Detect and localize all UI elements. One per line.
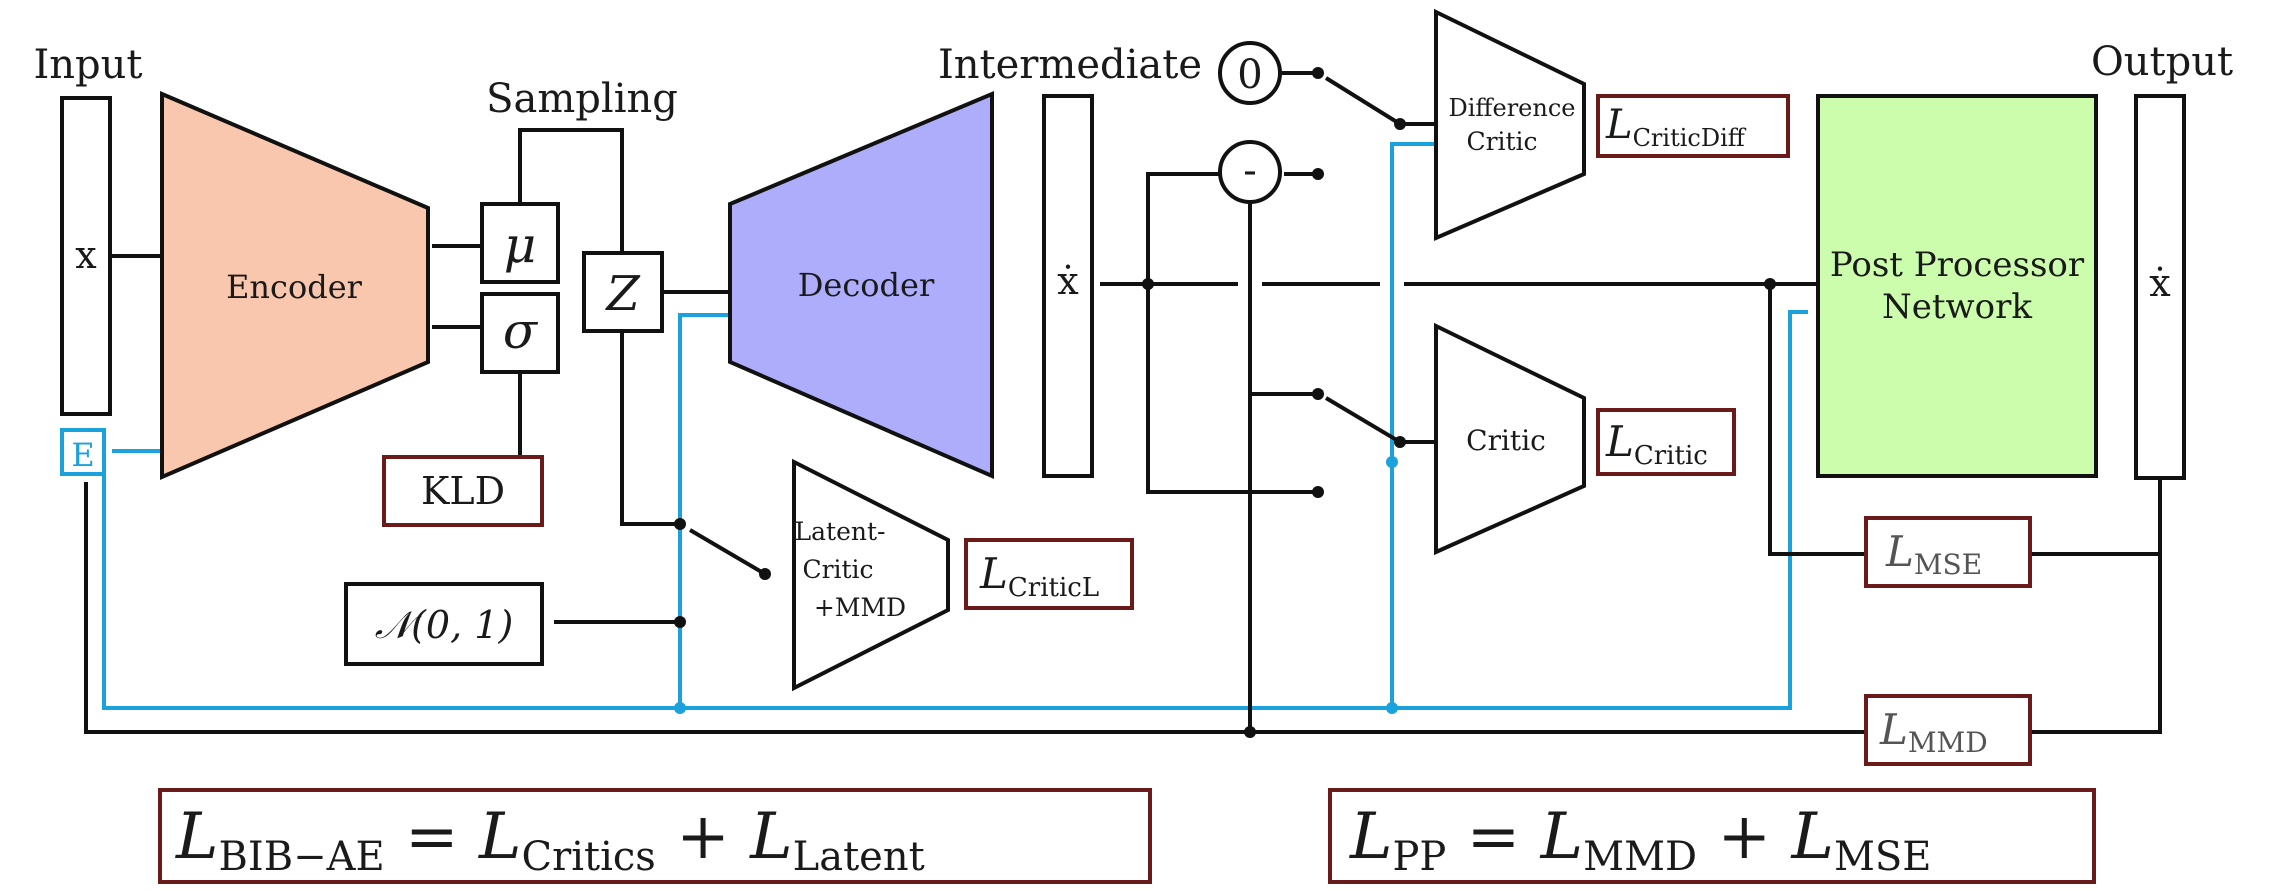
z-box xyxy=(582,251,664,333)
decoder-block xyxy=(728,90,994,480)
equation-pp: LPP = LMMD + LMSE xyxy=(1349,800,1932,880)
intermediate-x-text: ẋ xyxy=(1057,259,1078,303)
mu-box xyxy=(480,202,560,284)
difference-critic-line1: Difference xyxy=(1449,94,1576,122)
input-e-text: E xyxy=(71,436,94,474)
mu-text: μ xyxy=(504,216,537,274)
latent-critic-line1: Latent- xyxy=(795,517,886,546)
output-label: Output xyxy=(2091,39,2233,85)
z-text: Z xyxy=(604,266,641,322)
input-x-box xyxy=(60,96,112,416)
intermediate-x-box xyxy=(1042,94,1094,478)
equation-bib-ae-box xyxy=(158,788,1152,884)
zero-node xyxy=(1218,41,1282,105)
post-processor-line2: Network xyxy=(1882,287,2032,327)
minus-text: - xyxy=(1243,148,1257,194)
loss-critic-box xyxy=(1596,408,1736,476)
loss-critic-diff-box xyxy=(1596,94,1790,158)
equation-bib-ae: LBIB−AE = LCritics + LLatent xyxy=(175,800,925,880)
output-x-text: ẋ xyxy=(2149,261,2170,305)
loss-critic-l-box xyxy=(964,538,1134,610)
loss-mse: LMSE xyxy=(1885,527,1982,581)
input-e-box xyxy=(60,428,106,476)
zero-text: 0 xyxy=(1237,52,1262,98)
loss-critic-diff: LCriticDiff xyxy=(1605,102,1747,152)
loss-critic: LCritic xyxy=(1605,417,1708,471)
latent-critic-line2: Critic xyxy=(802,555,873,584)
latent-critic-line3: +MMD xyxy=(814,593,906,622)
output-x-box xyxy=(2134,94,2186,480)
decoder-label: Decoder xyxy=(798,266,935,304)
minus-node xyxy=(1218,140,1282,204)
loss-mse-box xyxy=(1864,516,2032,588)
post-processor-block xyxy=(1816,94,2098,478)
wires xyxy=(84,67,2162,738)
loss-mmd-box xyxy=(1864,694,2032,766)
input-x-text: x xyxy=(75,233,96,277)
sigma-box xyxy=(480,292,560,374)
blue-gradient-path xyxy=(102,142,1808,714)
encoder-block xyxy=(160,90,430,481)
loss-critic-l: LCriticL xyxy=(979,549,1099,603)
normal-box xyxy=(344,582,544,666)
intermediate-label: Intermediate xyxy=(938,42,1202,88)
kld-box xyxy=(382,455,544,527)
equation-pp-box xyxy=(1328,788,2096,884)
critic-block xyxy=(1434,322,1586,556)
critic-label: Critic xyxy=(1466,424,1546,457)
latent-critic-block xyxy=(792,458,950,692)
difference-critic-block xyxy=(1434,8,1586,242)
normal-text: 𝒩(0, 1) xyxy=(375,603,514,647)
encoder-label: Encoder xyxy=(226,268,363,306)
input-label: Input xyxy=(33,42,142,88)
difference-critic-line2: Critic xyxy=(1466,127,1537,156)
sigma-text: σ xyxy=(503,302,539,360)
loss-mmd: LMMD xyxy=(1879,705,1988,759)
sampling-label: Sampling xyxy=(486,76,678,122)
kld-text: KLD xyxy=(421,469,505,513)
post-processor-line1: Post Processor xyxy=(1830,245,2085,285)
